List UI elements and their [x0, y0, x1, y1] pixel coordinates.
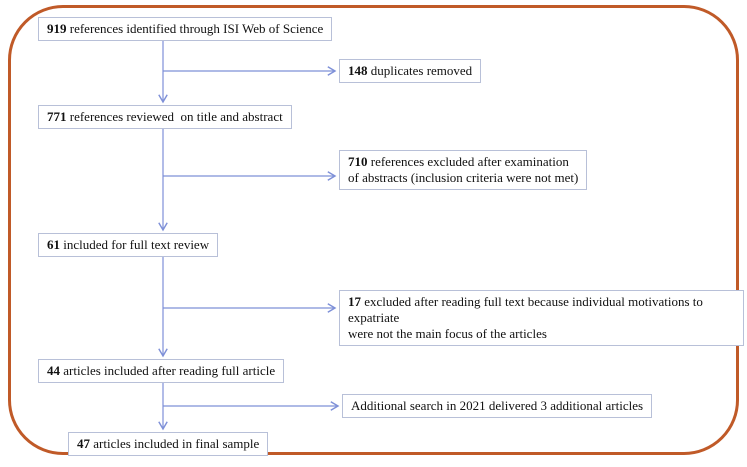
box-reviewed-title-abstract: 771 references reviewed on title and abs…: [38, 105, 292, 129]
box-full-text-review: 61 included for full text review: [38, 233, 219, 257]
box-final-sample-count: 47: [77, 436, 90, 451]
box-references-identified-label: references identified through ISI Web of…: [66, 21, 324, 36]
box-additional-search-2021-label: Additional search in 2021 delivered 3 ad…: [351, 398, 644, 413]
box-included-after-full-article-label: articles included after reading full art…: [60, 363, 276, 378]
box-final-sample: 47 articles included in final sample: [68, 432, 269, 456]
box-additional-search-2021: Additional search in 2021 delivered 3 ad…: [342, 394, 653, 418]
box-duplicates-removed: 148 duplicates removed: [339, 59, 482, 83]
box-included-after-full-article-count: 44: [47, 363, 60, 378]
box-excluded-after-full-text-label: excluded after reading full text because…: [348, 294, 703, 341]
box-final-sample-label: articles included in final sample: [90, 436, 260, 451]
box-references-identified: 919 references identified through ISI We…: [38, 17, 333, 41]
box-references-identified-count: 919: [47, 21, 67, 36]
box-reviewed-title-abstract-count: 771: [47, 109, 67, 124]
box-excluded-after-full-text: 17 excluded after reading full text beca…: [339, 290, 744, 346]
box-full-text-review-label: included for full text review: [60, 237, 210, 252]
box-included-after-full-article: 44 articles included after reading full …: [38, 359, 285, 383]
box-reviewed-title-abstract-label: references reviewed on title and abstrac…: [66, 109, 283, 124]
box-excluded-after-abstract-label: references excluded after examination of…: [348, 154, 579, 185]
box-full-text-review-count: 61: [47, 237, 60, 252]
box-excluded-after-full-text-count: 17: [348, 294, 361, 309]
box-duplicates-removed-count: 148: [348, 63, 368, 78]
box-excluded-after-abstract: 710 references excluded after examinatio…: [339, 150, 588, 190]
box-duplicates-removed-label: duplicates removed: [367, 63, 473, 78]
outer-rounded-border: [8, 5, 739, 455]
box-excluded-after-abstract-count: 710: [348, 154, 368, 169]
